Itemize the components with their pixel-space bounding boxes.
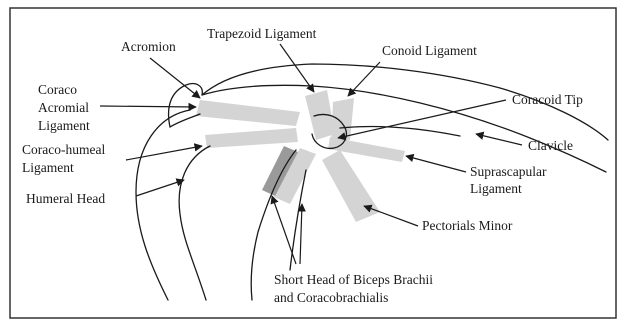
arrow-coracoid-tip xyxy=(338,100,506,138)
pectoralis-minor-band xyxy=(322,150,380,222)
label-coraco-acromial-ligament-line2: Acromial xyxy=(38,100,89,115)
label-trapezoid-ligament: Trapezoid Ligament xyxy=(207,26,317,41)
label-coraco-acromial-ligament-line1: Coraco xyxy=(38,82,77,97)
arrow-acromion xyxy=(150,58,200,98)
label-clavicle: Clavicle xyxy=(528,138,573,153)
arrow-conoid-ligament xyxy=(348,62,380,96)
label-coraco-humeal-ligament-line2: Ligament xyxy=(22,160,74,175)
label-short-head-biceps-line2: and Coracobrachialis xyxy=(274,290,388,305)
arrow-clavicle xyxy=(476,134,522,145)
label-suprascapular-ligament-line1: Suprascapular xyxy=(470,164,547,179)
scapula-border-outline xyxy=(340,126,460,136)
label-conoid-ligament: Conoid Ligament xyxy=(382,43,477,58)
label-short-head-biceps-line1: Short Head of Biceps Brachii xyxy=(274,272,433,287)
label-acromion: Acromion xyxy=(121,39,176,54)
arrow-suprascapular-ligament xyxy=(406,156,466,172)
arrow-pectoralis-minor xyxy=(364,206,418,226)
acromion-under-outline xyxy=(170,114,200,127)
label-coracoid-tip: Coracoid Tip xyxy=(512,92,583,107)
coraco-humeral-ligament-band xyxy=(205,128,298,148)
label-coraco-humeal-ligament-line1: Coraco-humeal xyxy=(22,142,105,157)
humerus-outline xyxy=(136,110,190,300)
coraco-acromial-ligament-band xyxy=(196,100,300,126)
label-pectoralis-minor: Pectorials Minor xyxy=(422,218,513,233)
arrow-humeral-head xyxy=(136,180,184,196)
label-coraco-acromial-ligament-line3: Ligament xyxy=(38,118,90,133)
arrow-coraco-acromial-ligament xyxy=(100,106,196,107)
arrow-short-head-to-biceps xyxy=(272,196,296,264)
arrow-coraco-humeral-ligament xyxy=(126,146,202,160)
arrow-short-head-to-coracobrachialis xyxy=(300,204,302,264)
humerus-neck-inner-outline xyxy=(179,146,210,300)
label-humeral-head: Humeral Head xyxy=(26,191,105,206)
label-suprascapular-ligament-line2: Ligament xyxy=(470,181,522,196)
